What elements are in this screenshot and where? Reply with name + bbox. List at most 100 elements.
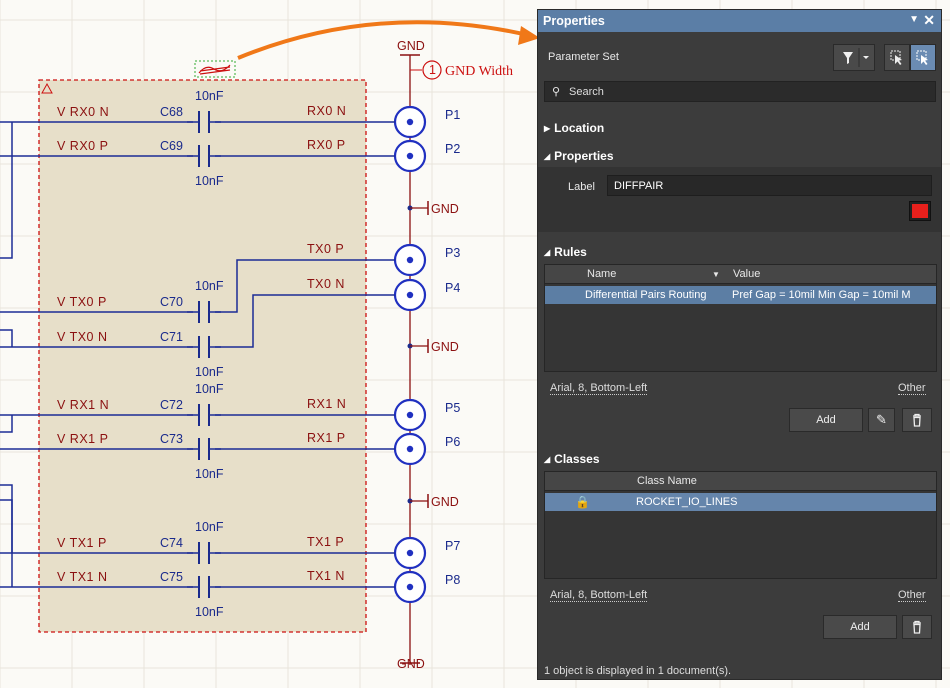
gnd-bottom-label: GND: [397, 657, 425, 671]
section-properties-label: Properties: [554, 149, 614, 163]
table-row[interactable]: 🔒 ROCKET_IO_LINES: [545, 493, 936, 511]
cap-value: 10nF: [195, 174, 224, 188]
class-name: ROCKET_IO_LINES: [636, 496, 738, 508]
net-label-right: RX1 P: [307, 431, 346, 445]
connector-label: P5: [445, 401, 460, 415]
net-label-left: V RX1 P: [57, 432, 108, 446]
net-label-left: V RX1 N: [57, 398, 109, 412]
connector-label: P6: [445, 435, 460, 449]
section-rules[interactable]: ◢Rules: [544, 245, 587, 259]
section-classes-label: Classes: [554, 452, 600, 466]
classes-font-link[interactable]: Arial, 8, Bottom-Left: [550, 589, 648, 602]
blanket-warning-icon: [41, 82, 53, 94]
net-label-right: TX1 P: [307, 535, 344, 549]
cap-designator: C75: [160, 570, 183, 584]
status-text: 1 object is displayed in 1 document(s).: [544, 665, 732, 677]
cap-value: 10nF: [195, 467, 224, 481]
gnd-width-marker-text: 1: [429, 63, 436, 77]
net-wire: [0, 415, 13, 433]
net-label-left: V TX1 P: [57, 536, 107, 550]
net-label-right: RX0 N: [307, 104, 346, 118]
pencil-icon: ✎: [876, 412, 887, 427]
section-location[interactable]: ▶Location: [544, 121, 604, 135]
connector-label: P8: [445, 573, 460, 587]
gnd-top-label: GND: [397, 39, 425, 53]
net-label-left: V TX1 N: [57, 570, 108, 584]
cap-designator: C74: [160, 536, 183, 550]
panel-title-bar: Properties ▼ ✕: [538, 10, 941, 32]
classes-add-button[interactable]: Add: [823, 615, 897, 639]
label-field-label: Label: [568, 181, 595, 193]
net-wire: [0, 122, 13, 259]
net-label-right: TX0 P: [307, 242, 344, 256]
classes-col-name[interactable]: Class Name: [637, 475, 697, 487]
rules-font-link[interactable]: Arial, 8, Bottom-Left: [550, 382, 648, 395]
cap-value: 10nF: [195, 279, 224, 293]
connector-pin: [406, 152, 414, 160]
select-box-icon: [890, 50, 902, 65]
table-row[interactable]: Differential Pairs Routing Pref Gap = 10…: [545, 286, 936, 304]
edit-rule-button[interactable]: ✎: [868, 408, 895, 432]
section-properties[interactable]: ◢Properties: [544, 149, 614, 163]
cap-designator: C73: [160, 432, 183, 446]
gnd-width-marker: [422, 60, 442, 80]
select-mode-button[interactable]: [884, 44, 910, 71]
net-label-left: V RX0 N: [57, 105, 109, 119]
net-wire: [0, 294, 395, 348]
delete-rule-button[interactable]: [902, 408, 932, 432]
pointer-mode-button[interactable]: [910, 44, 936, 71]
sort-down-icon[interactable]: ▼: [712, 270, 720, 279]
connector-pin: [406, 291, 414, 299]
label-field[interactable]: DIFFPAIR: [607, 175, 932, 196]
cap-designator: C71: [160, 330, 183, 344]
chevron-down-icon: ◢: [544, 455, 551, 464]
net-label-right: RX1 N: [307, 397, 346, 411]
trash-icon: [913, 413, 921, 427]
color-picker[interactable]: [909, 201, 931, 221]
section-rules-label: Rules: [554, 245, 587, 259]
classes-table-header: Class Name: [545, 472, 936, 491]
connector-pin: [406, 445, 414, 453]
caret-down-icon[interactable]: ▼: [909, 14, 919, 25]
connector-label: P3: [445, 246, 460, 260]
rules-add-button[interactable]: Add: [789, 408, 863, 432]
connector-pin: [406, 118, 414, 126]
cap-value: 10nF: [195, 365, 224, 379]
callout-arrow: [237, 20, 533, 60]
net-label-right: TX0 N: [307, 277, 345, 291]
gnd-width-label: GND Width: [445, 64, 513, 79]
rule-name: Differential Pairs Routing: [585, 289, 707, 301]
filter-icon: [843, 48, 869, 67]
net-label-right: TX1 N: [307, 569, 345, 583]
cap-value: 10nF: [195, 520, 224, 534]
classes-table: Class Name 🔒 ROCKET_IO_LINES: [544, 471, 937, 579]
connector-pin: [406, 583, 414, 591]
rules-col-name[interactable]: Name: [587, 268, 617, 280]
chevron-down-icon: ◢: [544, 152, 551, 161]
net-wire: [0, 484, 13, 553]
search-input[interactable]: ⚲ Search: [544, 81, 936, 102]
rules-col-value[interactable]: Value: [733, 268, 761, 280]
classes-other-link[interactable]: Other: [898, 589, 926, 602]
properties-panel: Properties ▼ ✕ Parameter Set ⚲ Search ▶L…: [537, 9, 942, 680]
search-placeholder: Search: [569, 86, 604, 98]
lock-icon: 🔒: [575, 495, 590, 509]
cap-value: 10nF: [195, 605, 224, 619]
connector-pin: [406, 549, 414, 557]
rules-other-link[interactable]: Other: [898, 382, 926, 395]
label-field-value: DIFFPAIR: [614, 180, 664, 192]
section-classes[interactable]: ◢Classes: [544, 452, 600, 466]
chevron-down-icon: ◢: [544, 248, 551, 257]
directive-box: [194, 60, 236, 78]
delete-class-button[interactable]: [902, 615, 932, 639]
cap-designator: C69: [160, 139, 183, 153]
close-icon[interactable]: ✕: [923, 12, 935, 28]
net-wire: [0, 329, 13, 347]
diff-pair-directive-icon: [198, 64, 231, 75]
object-type-label: Parameter Set: [548, 51, 619, 63]
connector-pin: [406, 411, 414, 419]
rules-table-header: Name ▼ Value: [545, 265, 936, 284]
connector-label: P2: [445, 142, 460, 156]
filter-button[interactable]: [833, 44, 875, 71]
trash-icon: [913, 620, 921, 634]
